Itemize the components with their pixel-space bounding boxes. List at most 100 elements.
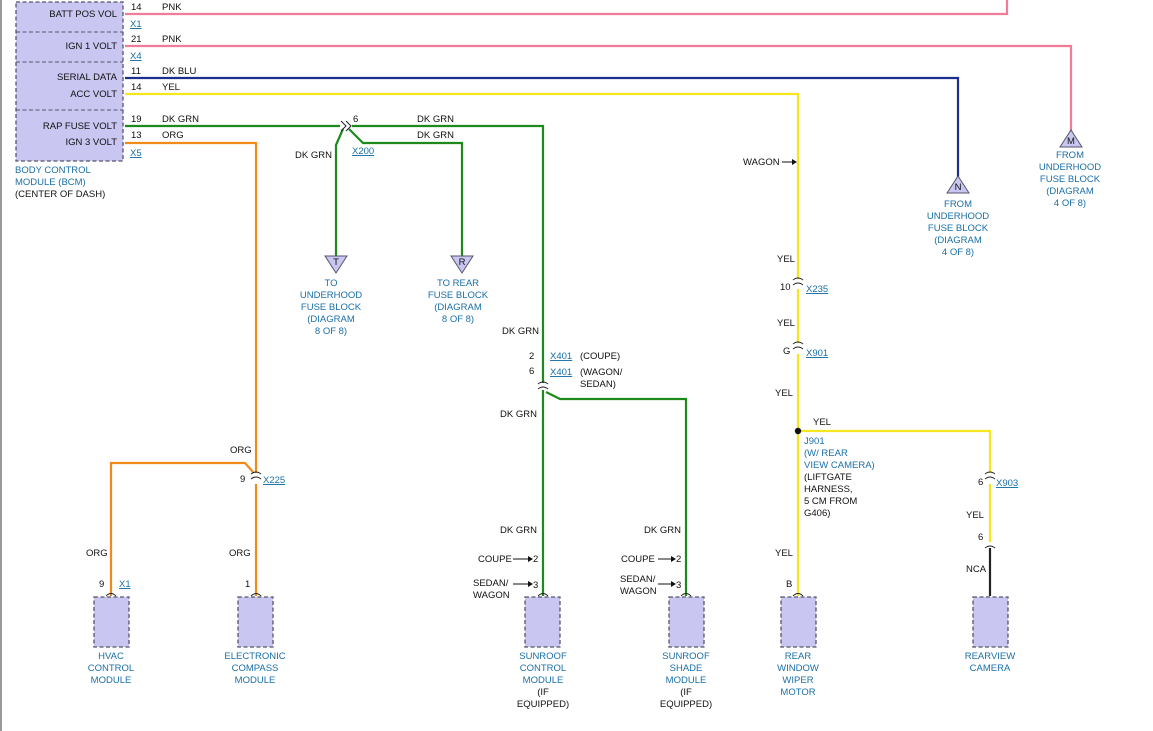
x235-connector-symbol: [792, 277, 804, 281]
j901-note-line2: HARNESS,: [804, 484, 853, 495]
sunroof-control-line5: EQUIPPED): [517, 699, 569, 710]
j901-line2: (W/ REAR: [804, 448, 848, 459]
x903-pin: 6: [978, 477, 983, 488]
bcm-pin-label-serial: SERIAL DATA: [57, 72, 118, 83]
x401-a-pin: 2: [529, 351, 534, 362]
compass-name-line1: ELECTRONIC: [224, 651, 285, 662]
sunroof-shade-line4: (IF: [680, 687, 692, 698]
sunroof-control-line2: CONTROL: [520, 663, 566, 674]
x401-connector-symbol: [537, 381, 549, 385]
bcm-module-box: [15, 1, 124, 162]
wire-dkgrn-to-x401: [352, 124, 545, 383]
x225-connector-symbol: [250, 471, 262, 475]
terminal-m-triangle: [1059, 129, 1083, 148]
wire-label-dkgrn-mid: DK GRN: [500, 409, 537, 420]
x200-connector-symbol-b: [345, 120, 352, 132]
terminal-m-line2: UNDERHOOD: [1039, 162, 1101, 173]
terminal-r-letter: R: [459, 257, 466, 268]
wire-dkgrn-sunroof-shade: [545, 391, 688, 596]
bcm-location: (CENTER OF DASH): [15, 189, 105, 200]
wire-label-dkgrn-top: DK GRN: [417, 114, 454, 125]
wire-org-to-hvac: [109, 461, 254, 596]
sunroof-shade-line3: MODULE: [666, 675, 707, 686]
shade-sedan-pin: 3: [676, 580, 681, 591]
wagon-arrowhead: [792, 159, 797, 165]
x903-connector-link[interactable]: X903: [996, 478, 1018, 489]
camera-pin-connector-symbol: [984, 545, 996, 549]
bcm-pin-num-acc: 14: [131, 82, 142, 93]
wire-label-dkgrn-r: DK GRN: [417, 130, 454, 141]
compass-pin: 1: [245, 579, 250, 590]
wire-label-dkgrn: DK GRN: [162, 114, 199, 125]
wire-label-dkblu: DK BLU: [162, 66, 196, 77]
rear-wiper-motor-box: [780, 596, 817, 648]
x225-connector-link[interactable]: X225: [263, 475, 285, 486]
sunroof-shade-line2: SHADE: [670, 663, 703, 674]
hvac-pin: 9: [99, 579, 104, 590]
terminal-n-line2: UNDERHOOD: [927, 211, 989, 222]
bcm-pin-label-ign3: IGN 3 VOLT: [65, 137, 117, 148]
x401-b-note-line1: (WAGON/: [580, 367, 623, 378]
terminal-n-line3: FUSE BLOCK: [928, 223, 989, 234]
control-sedan-line2: WAGON: [473, 590, 510, 601]
wire-label-org: ORG: [162, 130, 184, 141]
control-sedan-line1: SEDAN/: [473, 578, 509, 589]
bcm-pin-num-serial: 11: [131, 66, 141, 77]
bcm-pin-num-ign3: 13: [131, 130, 142, 141]
x901-connector-link[interactable]: X901: [806, 348, 828, 359]
x235-pin: 10: [780, 282, 791, 293]
wire-ign1-pnk: [125, 44, 1073, 133]
x401-a-connector-link[interactable]: X401: [550, 351, 572, 362]
wire-label-dkgrn-control: DK GRN: [500, 525, 537, 536]
wire-label-dkgrn-x401: DK GRN: [502, 326, 539, 337]
x225-connector-symbol-b: [250, 476, 262, 480]
j901-note-line4: G406): [804, 508, 830, 519]
camera-name-line1: REARVIEW: [965, 651, 1016, 662]
bcm-connector-x4-link[interactable]: X4: [130, 51, 142, 62]
wiper-name-line4: MOTOR: [780, 687, 815, 698]
x200-connector-symbol: [340, 120, 347, 132]
bcm-pin-num-ign1: 21: [131, 34, 142, 45]
hvac-connector-x1-link[interactable]: X1: [119, 579, 131, 590]
hvac-module-box: [93, 596, 130, 648]
wire-label-org-branch: ORG: [230, 445, 252, 456]
sunroof-shade-line1: SUNROOF: [662, 651, 710, 662]
compass-connector-symbol: [250, 593, 262, 597]
x200-connector-link[interactable]: X200: [352, 146, 374, 157]
terminal-r-line3: (DIAGRAM: [434, 302, 482, 313]
x235-connector-link[interactable]: X235: [806, 284, 828, 295]
wire-label-yel: YEL: [162, 82, 180, 93]
terminal-t-line3: FUSE BLOCK: [301, 302, 362, 313]
hvac-name-line1: HVAC: [98, 651, 124, 662]
wire-label-yel-3: YEL: [775, 388, 793, 399]
wire-label-org-compass: ORG: [229, 548, 251, 559]
x901-connector-symbol-b: [792, 346, 804, 350]
x401-b-connector-link[interactable]: X401: [550, 367, 572, 378]
control-coupe-label: COUPE: [478, 554, 512, 565]
sunroof-shade-module-box: [668, 596, 705, 648]
sunroof-control-line4: (IF: [537, 687, 549, 698]
bcm-connector-x1-link[interactable]: X1: [130, 19, 142, 30]
shade-sedan-line1: SEDAN/: [620, 574, 656, 585]
terminal-n-line5: 4 OF 8): [942, 247, 974, 258]
wire-label-pnk-1: PNK: [162, 2, 182, 13]
terminal-r-triangle: [450, 255, 474, 274]
terminal-t-line5: 8 OF 8): [315, 326, 347, 337]
hvac-connector-symbol: [105, 593, 117, 597]
compass-name-line2: COMPASS: [232, 663, 279, 674]
j901-splice-dot: [794, 427, 802, 435]
terminal-m-line4: (DIAGRAM: [1046, 186, 1094, 197]
x903-connector-symbol: [984, 471, 996, 475]
bcm-connector-x5-link[interactable]: X5: [130, 148, 142, 159]
wire-batt-pos-pnk: [125, 0, 1009, 16]
wiper-connector-symbol: [792, 593, 804, 597]
terminal-r-line2: FUSE BLOCK: [428, 290, 489, 301]
wire-label-org-hvac: ORG: [86, 548, 108, 559]
x200-pin: 6: [353, 114, 358, 125]
sunroof-control-line1: SUNROOF: [519, 651, 567, 662]
wire-label-pnk-2: PNK: [162, 34, 182, 45]
shade-coupe-arrowhead: [671, 556, 676, 562]
wire-acc-yel: [125, 92, 800, 279]
hvac-name-line3: MODULE: [91, 675, 132, 686]
